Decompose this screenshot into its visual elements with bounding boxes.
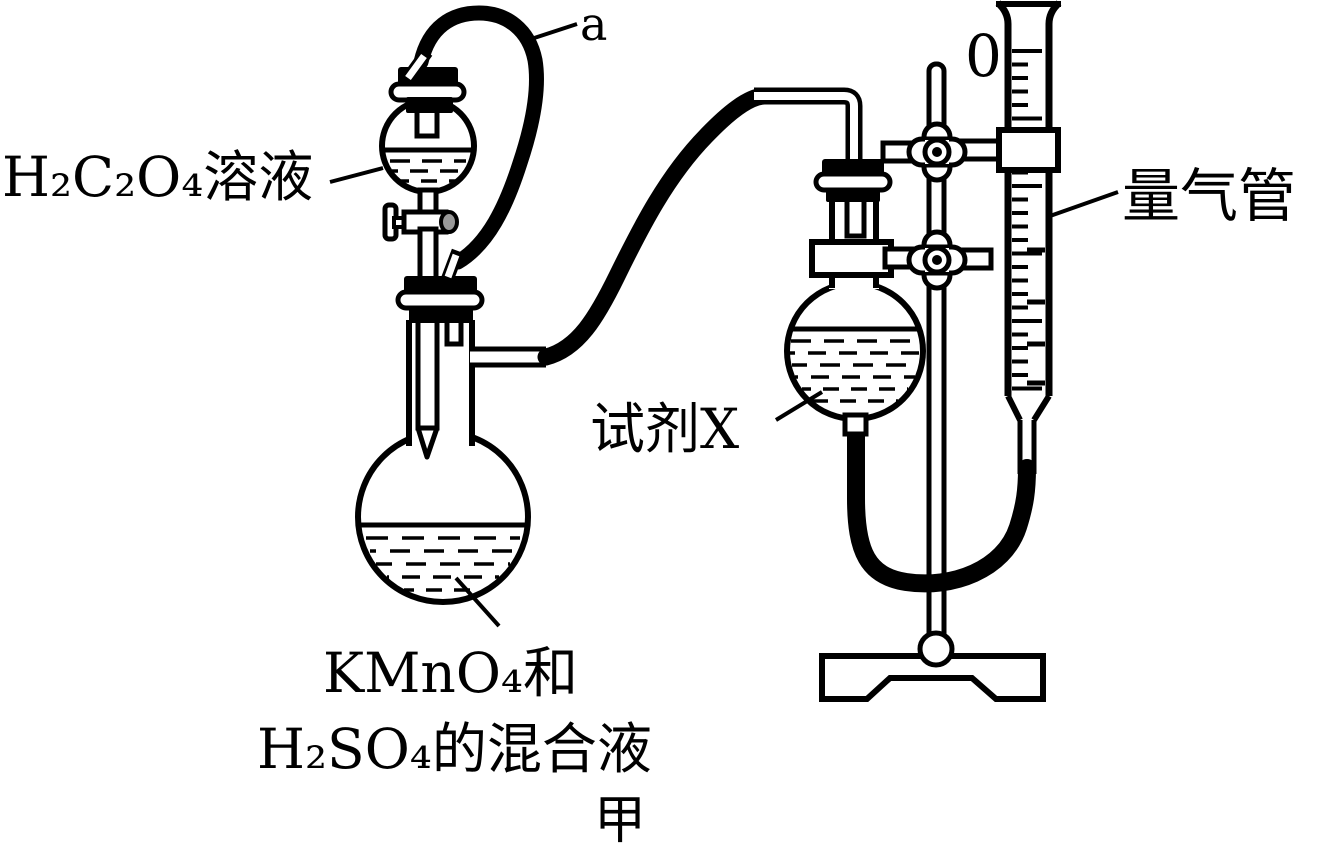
glass-tip-bore bbox=[444, 253, 460, 279]
leader-gas-tube bbox=[1049, 190, 1119, 218]
leader-tube-a bbox=[521, 22, 578, 44]
funnel-stem-in-neck bbox=[415, 317, 440, 431]
clamp-knob-dot bbox=[932, 255, 942, 265]
bottle-stopper-rim bbox=[813, 171, 893, 193]
stopcock-knob bbox=[439, 210, 459, 234]
label-flask-mixture-line1: KMnO₄和 bbox=[323, 641, 578, 705]
glass-tip-bore bbox=[405, 53, 427, 81]
reaction-flask bbox=[355, 248, 546, 605]
clamp-jaw-on-tube bbox=[996, 127, 1061, 173]
funnel-stopcock bbox=[382, 202, 459, 242]
pressure-tube-a bbox=[413, 5, 544, 270]
label-tube-a: a bbox=[580, 0, 607, 51]
tube-a-glass-tip-bottom bbox=[440, 248, 465, 283]
funnel-stem-tip bbox=[415, 425, 440, 460]
funnel-liquid bbox=[384, 147, 472, 183]
figure-caption: 甲 bbox=[594, 791, 646, 851]
label-reagent-x: 试剂X bbox=[590, 397, 739, 461]
u-tube-rubber bbox=[847, 419, 1036, 593]
gas-measuring-tube bbox=[995, 0, 1062, 474]
leader-reagent-x bbox=[774, 390, 824, 422]
reagent-bottle bbox=[784, 159, 926, 422]
dropping-funnel bbox=[379, 48, 477, 282]
tube-a-glass-tip-top bbox=[400, 48, 433, 85]
side-arm-bore bbox=[470, 351, 546, 364]
elbow-tube-outline bbox=[754, 87, 863, 163]
label-funnel-solution: H₂C₂O₄溶液 bbox=[2, 145, 313, 209]
bottle-stopper-band bbox=[826, 188, 880, 202]
label-flask-mixture-line2: H₂SO₄的混合液 bbox=[257, 717, 652, 781]
flask-side-arm bbox=[469, 346, 546, 368]
funnel-stem-lower bbox=[417, 226, 439, 282]
funnel-stopper-band bbox=[406, 97, 453, 113]
tube-taper-wall bbox=[1031, 394, 1052, 422]
annotations: a H₂C₂O₄溶液 0 量气管 试剂X KMnO₄和 H₂SO₄的混合液 甲 bbox=[2, 0, 1296, 851]
flask-stopper-rim bbox=[395, 289, 485, 311]
tube-a-inlet-stub bbox=[444, 317, 464, 347]
elbow-tube-bore bbox=[754, 92, 858, 163]
clamp-knob-dot bbox=[932, 147, 942, 157]
bottle-outlet-stub bbox=[842, 412, 869, 437]
connecting-tube bbox=[537, 87, 863, 366]
leader-flask-mixture bbox=[454, 576, 501, 628]
stand-base bbox=[819, 653, 1046, 702]
leader-funnel-solution bbox=[329, 166, 384, 184]
tube-a-rubber bbox=[413, 5, 544, 270]
graduation-ticks-right bbox=[1027, 247, 1045, 386]
flask-stopper-band bbox=[409, 306, 473, 323]
flask-liquid bbox=[360, 522, 526, 592]
connecting-tube-rubber bbox=[537, 87, 773, 366]
clamp-jaw-on-bottle bbox=[809, 239, 894, 278]
label-zero-mark: 0 bbox=[965, 22, 1002, 90]
clamp-top bbox=[880, 121, 1061, 183]
label-gas-tube: 量气管 bbox=[1122, 162, 1296, 230]
stand-rod-ball-joint bbox=[917, 630, 955, 668]
tube-taper-wall bbox=[1005, 394, 1023, 422]
bottle-liquid bbox=[790, 326, 920, 403]
clamp-bottom bbox=[809, 229, 994, 291]
